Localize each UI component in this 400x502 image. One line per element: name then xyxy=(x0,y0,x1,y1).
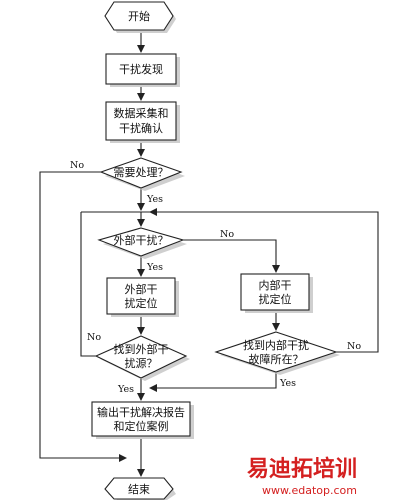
find-external-line2: 扰源？ xyxy=(125,356,158,370)
start-label: 开始 xyxy=(128,9,150,23)
output-report-line2: 和定位案例 xyxy=(114,419,169,433)
output-report-node: 输出干扰解决报告 和定位案例 xyxy=(91,401,194,439)
detect-node: 干扰发现 xyxy=(105,53,180,87)
find-internal-fault-decision: 找到内部干扰 故障所在？ xyxy=(214,331,340,375)
end-label: 结束 xyxy=(128,483,150,496)
external-interference-decision: 外部干扰？ xyxy=(97,227,187,259)
start-node: 开始 xyxy=(104,1,176,33)
edge-findint-no xyxy=(149,208,379,353)
collect-label-line2: 干扰确认 xyxy=(119,121,163,135)
need-processing-label: 需要处理？ xyxy=(114,166,169,179)
find-internal-line2: 故障所在？ xyxy=(249,352,304,366)
edge-findext-no xyxy=(80,212,96,357)
edge-labels: No Yes No Yes No No Yes Yes xyxy=(70,160,361,395)
label-external-yes: Yes xyxy=(146,262,163,273)
label-findint-yes: Yes xyxy=(279,378,296,389)
detect-label: 干扰发现 xyxy=(119,62,163,76)
edge-external-no xyxy=(183,239,280,273)
external-locate-line2: 扰定位 xyxy=(125,296,158,310)
edge-findint-yes xyxy=(149,372,277,392)
find-external-line1: 找到外部干 xyxy=(114,342,169,356)
watermark-url: www.edatop.com xyxy=(262,484,357,497)
watermark: 易迪拓培训 www.edatop.com xyxy=(247,456,357,497)
edge-need-no xyxy=(39,171,127,462)
label-need-yes: Yes xyxy=(146,194,163,205)
watermark-brand: 易迪拓培训 xyxy=(247,456,357,482)
label-findext-yes: Yes xyxy=(117,384,134,395)
external-locate-line1: 外部干 xyxy=(125,282,158,296)
label-findext-no: No xyxy=(87,332,101,343)
collect-label-line1: 数据采集和 xyxy=(114,106,169,120)
internal-locate-line1: 内部干 xyxy=(259,278,292,292)
external-locate-node: 外部干 扰定位 xyxy=(106,277,179,317)
label-findint-no: No xyxy=(347,341,361,352)
find-internal-line1: 找到内部干扰 xyxy=(243,338,309,352)
internal-locate-node: 内部干 扰定位 xyxy=(240,273,313,313)
edges xyxy=(39,30,379,477)
output-report-line1: 输出干扰解决报告 xyxy=(97,405,185,419)
end-node: 结束 xyxy=(104,477,176,500)
need-processing-decision: 需要处理？ xyxy=(99,157,185,191)
external-interference-label: 外部干扰？ xyxy=(114,233,169,247)
find-external-source-decision: 找到外部干 扰源？ xyxy=(94,335,190,381)
internal-locate-line2: 扰定位 xyxy=(259,292,292,306)
collect-node: 数据采集和 干扰确认 xyxy=(105,101,180,143)
label-external-no: No xyxy=(220,229,234,240)
label-need-no: No xyxy=(70,160,84,171)
